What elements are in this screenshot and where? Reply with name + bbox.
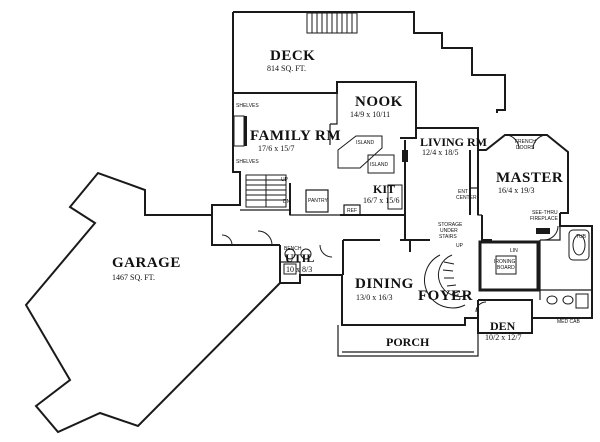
bath-fixtures bbox=[546, 293, 589, 309]
ent-center-note-2: CENTER bbox=[456, 195, 477, 201]
den-label: DEN bbox=[490, 319, 516, 333]
ent-center-note-1: ENT bbox=[458, 189, 468, 195]
family-fireplace bbox=[233, 115, 247, 147]
ironing-board-note-1: IRONING bbox=[494, 259, 516, 265]
ref-note: REF bbox=[347, 208, 357, 214]
med-cab-note: MED CAB bbox=[557, 319, 580, 325]
master-label: MASTER bbox=[496, 170, 563, 186]
util-fixtures bbox=[283, 248, 312, 275]
util-label: UTIL bbox=[285, 251, 314, 265]
porch-label: PORCH bbox=[386, 335, 430, 349]
master-size: 16/4 x 19/3 bbox=[498, 186, 534, 195]
foyer-stairs bbox=[424, 254, 469, 309]
see-thru-fireplace bbox=[536, 225, 559, 241]
garage-outline bbox=[24, 171, 281, 434]
ironing-board-note-2: BOARD bbox=[497, 265, 515, 271]
tub-note: TUB bbox=[576, 234, 587, 240]
nook-label: NOOK bbox=[355, 94, 403, 110]
deck-outline bbox=[232, 11, 506, 113]
storage-note-2: UNDER bbox=[440, 228, 458, 234]
garage-size: 1467 SQ. FT. bbox=[112, 273, 155, 282]
deck-size: 814 SQ. FT. bbox=[267, 64, 306, 73]
doors bbox=[221, 230, 487, 313]
lin-note: LIN bbox=[510, 248, 518, 254]
foyer-label: FOYER bbox=[418, 288, 473, 304]
interior-walls bbox=[240, 93, 592, 318]
nook-size: 14/9 x 10/11 bbox=[350, 110, 390, 119]
storage-note-1: STORAGE bbox=[438, 222, 463, 228]
island-note-2: ISLAND bbox=[370, 162, 388, 168]
family-rm-label: FAMILY RM bbox=[250, 128, 341, 144]
living-rm-size: 12/4 x 18/5 bbox=[422, 148, 458, 157]
storage-note-3: STAIRS bbox=[439, 234, 457, 240]
master-french-doors bbox=[504, 134, 548, 150]
pantry-note: PANTRY bbox=[308, 198, 328, 204]
shelves-note-upper: SHELVES bbox=[236, 103, 259, 109]
family-rm-size: 17/6 x 15/7 bbox=[258, 144, 294, 153]
french-doors-note-1: FRENCH bbox=[515, 139, 536, 145]
family-stairs bbox=[245, 174, 287, 208]
up-note-family: UP bbox=[281, 177, 289, 183]
kit-label: KIT bbox=[373, 182, 395, 196]
deck-stairs bbox=[306, 12, 358, 34]
see-thru-note-2: FIREPLACE bbox=[530, 216, 558, 222]
walk-in-closet bbox=[478, 240, 540, 292]
kitchen-island bbox=[337, 135, 403, 210]
island-note-1: ISLAND bbox=[356, 140, 374, 146]
up-note-foyer: UP bbox=[456, 243, 464, 249]
shelves-note-lower: SHELVES bbox=[236, 159, 259, 165]
dining-label: DINING bbox=[355, 276, 414, 292]
deck-label: DECK bbox=[270, 48, 315, 64]
bench-note: BENCH bbox=[284, 246, 302, 252]
french-doors-note-2: DOORS bbox=[516, 145, 535, 151]
dn-note: DN bbox=[283, 199, 291, 205]
den-size: 10/2 x 12/7 bbox=[485, 333, 521, 342]
util-size: 10 x 8/3 bbox=[286, 265, 312, 274]
dining-size: 13/0 x 16/3 bbox=[356, 293, 392, 302]
master-tub bbox=[568, 229, 590, 261]
living-rm-label: LIVING RM bbox=[420, 135, 487, 149]
see-thru-note-1: SEE-THRU bbox=[532, 210, 558, 216]
kit-size: 16/7 x 15/6 bbox=[363, 196, 399, 205]
garage-label: GARAGE bbox=[112, 255, 181, 271]
